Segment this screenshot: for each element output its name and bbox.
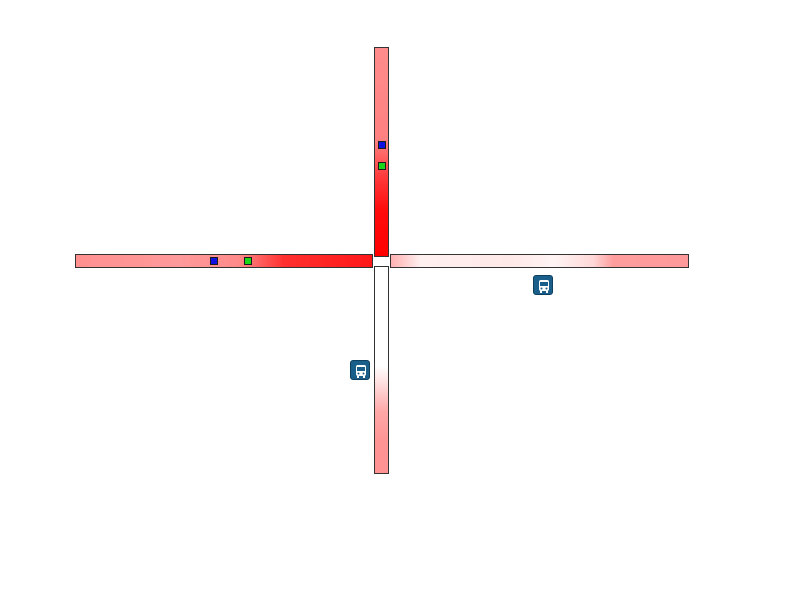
vehicle-blue-west [210,257,218,265]
vehicle-green-west [244,257,252,265]
road-north [374,47,389,257]
road-west [75,254,373,268]
road-east [390,254,689,268]
bus-stop-south[interactable] [350,360,370,380]
vehicle-blue-north [378,141,386,149]
road-south [374,266,389,474]
bus-stop-east[interactable] [533,275,553,295]
vehicle-green-north [378,162,386,170]
bus-icon [356,365,366,378]
bus-icon [539,280,549,293]
